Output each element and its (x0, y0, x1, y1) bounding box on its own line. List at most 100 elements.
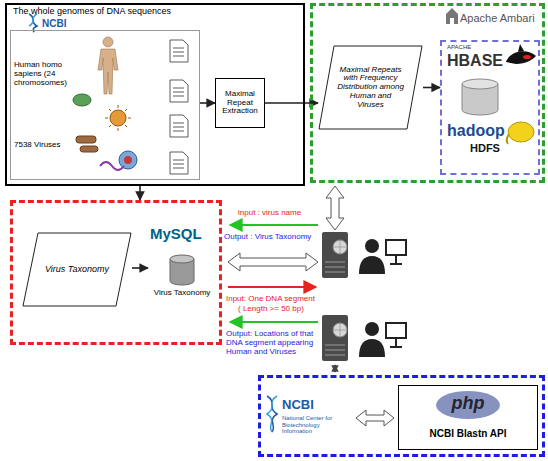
connector-arrow (423, 87, 440, 89)
virus-images (76, 136, 96, 143)
web-server (322, 315, 348, 361)
ambari-icon (446, 8, 458, 24)
human-figure (98, 49, 118, 94)
hadoop-elephant (508, 122, 534, 142)
node-text: 7538 Viruses (14, 141, 66, 150)
double-arrow (334, 365, 336, 372)
human-figure (103, 37, 113, 47)
user-icon (359, 339, 385, 357)
hbase-orca (506, 51, 536, 64)
web-server (325, 345, 345, 355)
input-label: ( Length >= 50 bp) (238, 305, 304, 314)
ncbi-helix (267, 396, 277, 432)
node-text: Maximal Repeats with Frequency Distribut… (336, 66, 405, 110)
hbase-orca (506, 44, 536, 64)
hadoop-elephant (507, 134, 509, 144)
document-icon (170, 115, 188, 137)
web-server (322, 232, 348, 278)
connector-arrow (132, 267, 148, 269)
web-server (333, 323, 347, 337)
node-text: APACHE (447, 44, 471, 51)
virus-images (100, 162, 124, 170)
node-text: Human homo sapiens (24 chromosomes) (14, 61, 90, 87)
node-text: Maximal Repeat Extraction (219, 90, 261, 116)
virus-images (105, 105, 131, 131)
ncbi-helix (267, 396, 277, 432)
parallelogram-outline (23, 233, 131, 306)
virus-images (80, 146, 98, 152)
web-server (325, 262, 345, 272)
hbase-orca (518, 44, 524, 52)
user-icon (365, 322, 379, 336)
database-cylinder (170, 255, 194, 263)
input-label: Input: One DNA segment (226, 295, 315, 304)
human-figure (98, 37, 118, 94)
storage-cylinder (462, 79, 498, 115)
node-text: The whole genomes of DNA sequences (13, 7, 233, 17)
output-label: Output : Virus Taxonomy (224, 233, 311, 242)
double-arrow (228, 253, 318, 271)
response-arrow (230, 224, 318, 226)
taxonomy-region: Virus TaxonomyVirus Taxonomy (10, 200, 222, 345)
document-icon (173, 123, 184, 131)
user-icon (386, 240, 406, 255)
document-icon (170, 40, 188, 62)
logo-subtext: National Center for Biotechnology Inform… (282, 415, 350, 435)
node-text: HDFS (470, 142, 500, 154)
virus-images (119, 151, 137, 169)
logo-text: NCBI (282, 398, 314, 412)
request-arrow (228, 286, 316, 288)
ambari-icon (446, 8, 458, 24)
double-arrow (356, 410, 394, 426)
web-server (333, 323, 347, 337)
user-icon (365, 239, 379, 253)
user-icon (359, 239, 406, 274)
storage-cylinder (462, 79, 498, 89)
virus-images (124, 156, 132, 164)
document-icon (173, 88, 184, 96)
node-text: HBASE (447, 52, 503, 70)
data-parallelogram: Maximal Repeats with Frequency Distribut… (318, 45, 423, 130)
node-text: Virus Taxonomy (148, 289, 216, 298)
input-label: input : virus name (238, 209, 301, 218)
node-text: Virus Taxonomy (45, 265, 109, 275)
hadoop-elephant (507, 122, 534, 144)
process-box: Maximal Repeat Extraction (215, 78, 265, 128)
document-icon (173, 160, 184, 168)
document-icon (173, 48, 184, 56)
connector-arrow (139, 186, 141, 200)
hbase-orca (523, 55, 531, 59)
response-arrow (230, 321, 318, 323)
user-icon (359, 322, 406, 357)
data-parallelogram: Virus Taxonomy (22, 232, 132, 307)
virus-images (73, 94, 137, 170)
user-icon (386, 323, 406, 338)
document-icon (170, 80, 188, 102)
web-server (333, 240, 347, 254)
logo-text: Apache Ambari (460, 12, 535, 24)
output-label: Output: Locations of that DNA segment ap… (226, 330, 318, 356)
ncbi-helix (267, 396, 277, 432)
logo-text: MySQL (150, 226, 202, 243)
connector-arrow (200, 102, 215, 104)
database-node: Virus Taxonomy (148, 252, 216, 304)
api-box: phpNCBI Blastn API (398, 385, 538, 450)
user-icon (390, 338, 402, 347)
node-text: php (399, 394, 537, 414)
logo-text: NCBI (42, 18, 66, 29)
double-arrow (326, 186, 344, 230)
node-text: NCBI Blastn API (399, 428, 537, 439)
storage-region: Maximal Repeats with Frequency Distribut… (310, 3, 545, 183)
document-icon (170, 152, 188, 174)
document-icon (170, 40, 188, 174)
web-server (322, 315, 348, 361)
parallelogram-outline (319, 46, 422, 129)
database-group: APACHEHBASEhadoopHDFS (440, 40, 540, 175)
user-icon (359, 256, 385, 274)
database-cylinder (170, 255, 194, 285)
user-icon (390, 255, 402, 264)
web-server (333, 240, 347, 254)
